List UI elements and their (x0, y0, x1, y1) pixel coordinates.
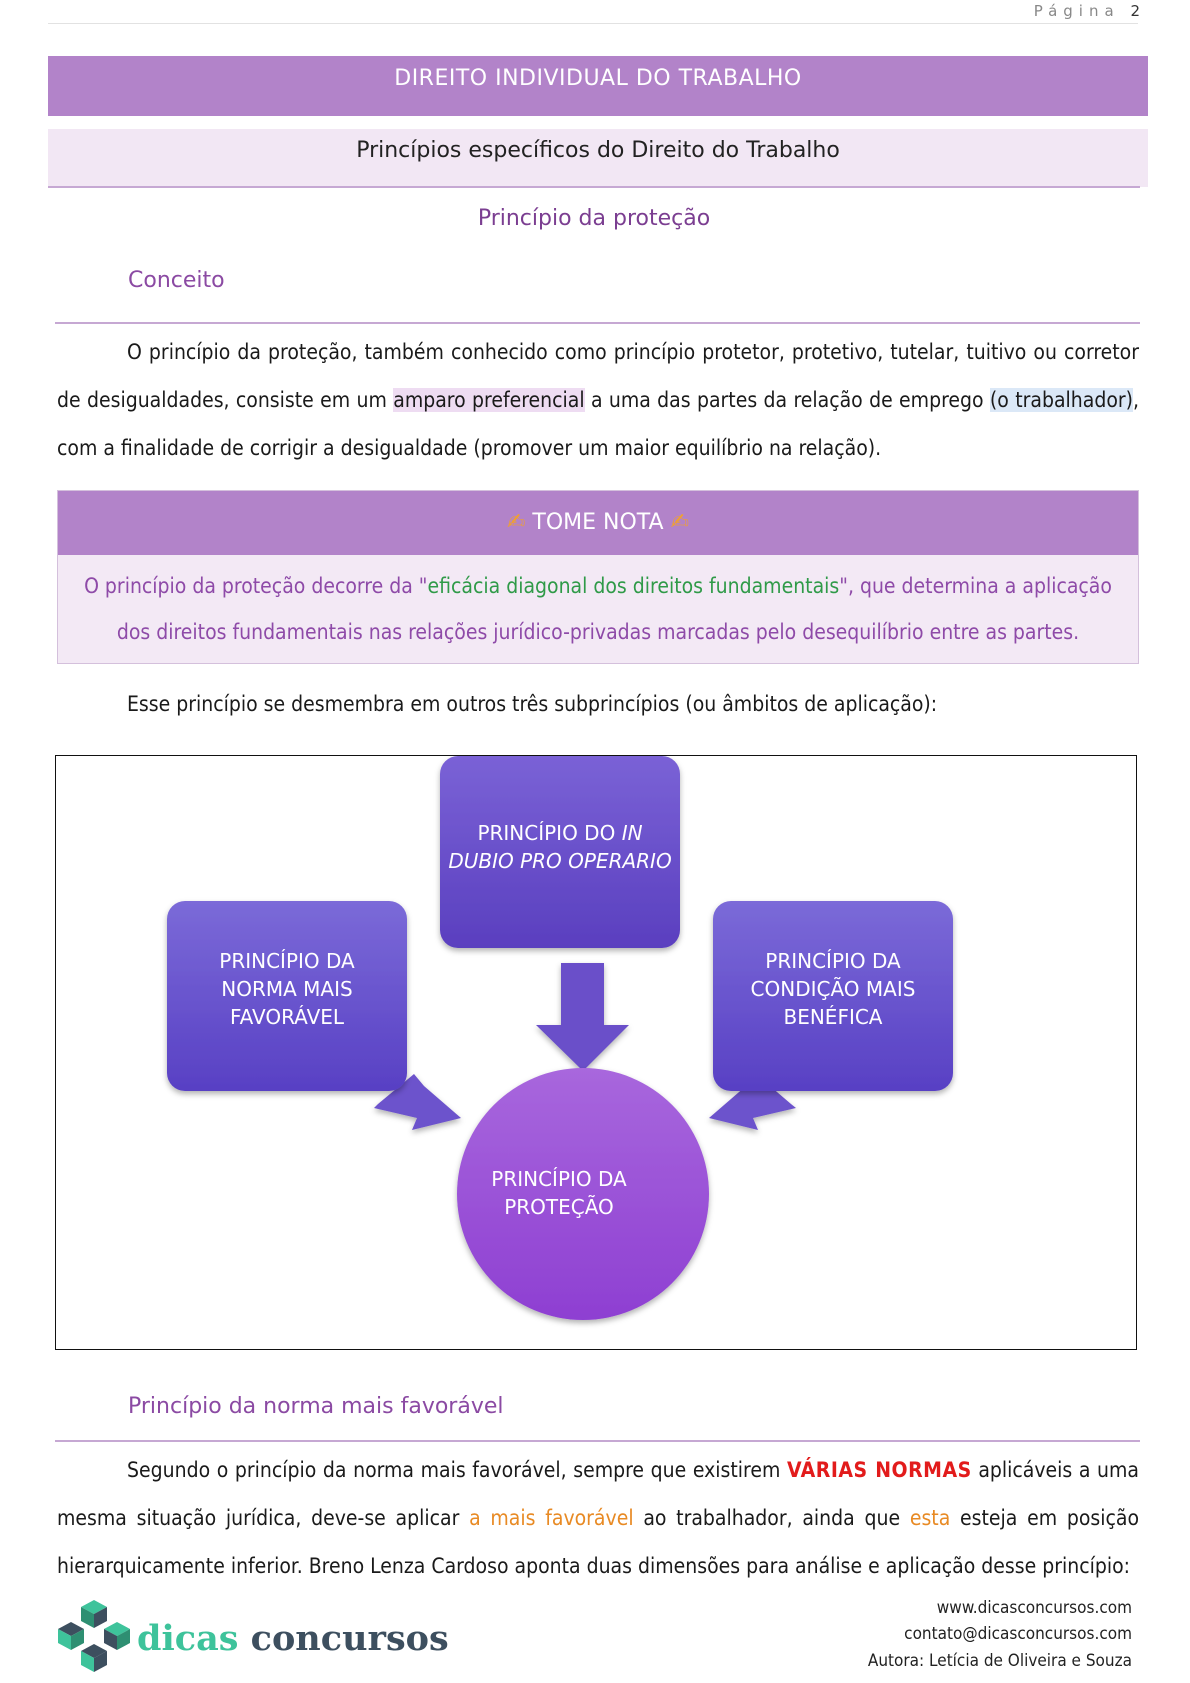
subheading-norma-rule (55, 1440, 1140, 1442)
label-norma-line3: FAVORÁVEL (230, 1005, 345, 1029)
box-norma-mais-favoravel (167, 901, 407, 1091)
label-protecao-line1: PRINCÍPIO DA (491, 1167, 627, 1191)
label-condicao-line2: CONDIÇÃO MAIS (751, 977, 916, 1001)
note-title: TOME NOTA (532, 510, 664, 535)
arrow-right-to-center (709, 1074, 796, 1130)
footer-email: contato@dicasconcursos.com (904, 1624, 1132, 1644)
label-norma-line2: NORMA MAIS (221, 977, 352, 1001)
conceito-paragraph: O princípio da proteção, também conhecid… (57, 340, 1140, 460)
label-protecao-line2: PROTEÇÃO (504, 1195, 614, 1219)
subheading-norma: Princípio da norma mais favorável (128, 1394, 504, 1419)
footer-site: www.dicasconcursos.com (936, 1598, 1132, 1618)
diagram-intro: Esse princípio se desmembra em outros tr… (127, 692, 938, 716)
subheading-rule (55, 322, 1140, 324)
label-condicao-line3: BENÉFICA (783, 1005, 882, 1029)
page-number: Página 2 (1033, 2, 1140, 20)
label-condicao-line1: PRINCÍPIO DA (765, 949, 901, 973)
logo-wordmark: dicas concursos (137, 1618, 449, 1659)
label-norma-line1: PRINCÍPIO DA (219, 949, 355, 973)
box-condicao-mais-benefica (713, 901, 953, 1091)
highlight-esta: esta (909, 1506, 951, 1530)
topic-banner: Princípios específicos do Direito do Tra… (48, 129, 1148, 187)
pencil-icon: ✍ (506, 510, 526, 535)
diagram-svg: PRINCÍPIO DO IN DUBIO PRO OPERARIO PRINC… (167, 756, 953, 1320)
principles-diagram: PRINCÍPIO DO IN DUBIO PRO OPERARIO PRINC… (55, 755, 1137, 1350)
arrow-left-to-center (374, 1074, 461, 1130)
note-box: ✍ TOME NOTA ✍ O princípio da proteção de… (57, 490, 1139, 664)
label-in-dubio-line1: PRINCÍPIO DO IN (477, 821, 642, 845)
pencil-icon: ✍ (670, 510, 690, 535)
arrow-down (536, 963, 629, 1071)
note-header: ✍ TOME NOTA ✍ (58, 491, 1138, 555)
section-rule (48, 186, 1140, 188)
section-title: Princípio da proteção (477, 206, 711, 231)
chapter-banner: DIREITO INDIVIDUAL DO TRABALHO (48, 56, 1148, 116)
header-rule (48, 23, 1138, 24)
note-body: O princípio da proteção decorre da "efic… (84, 574, 1112, 644)
highlight-trabalhador: (o trabalhador) (989, 388, 1134, 412)
highlight-varias-normas: VÁRIAS NORMAS (786, 1458, 972, 1482)
logo-icon (58, 1600, 130, 1672)
highlight-amparo: amparo preferencial (393, 388, 585, 412)
circle-protecao (457, 1068, 709, 1320)
norma-paragraph: Segundo o princípio da norma mais favorá… (57, 1458, 1140, 1578)
subheading-conceito: Conceito (128, 268, 225, 293)
note-green-text: eficácia diagonal dos direitos fundament… (427, 574, 840, 598)
footer-author: Autora: Letícia de Oliveira e Souza (867, 1651, 1132, 1671)
highlight-mais-favoravel: a mais favorável (469, 1506, 634, 1530)
label-in-dubio-line2: DUBIO PRO OPERARIO (448, 849, 671, 873)
box-in-dubio (440, 756, 680, 948)
